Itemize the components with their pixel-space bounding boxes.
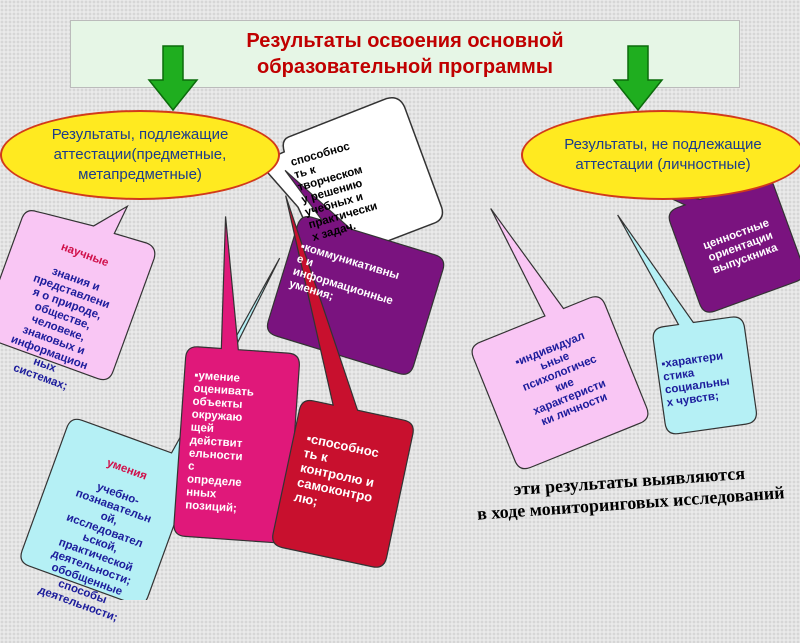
diagram-shapes <box>0 45 800 600</box>
callout-social-text: ▪характери стика социальны х чувств; <box>659 333 757 410</box>
non-attested-results-label: Результаты, не подлежащие аттестации (ли… <box>564 136 762 173</box>
attested-results-ellipse: Результаты, подлежащие аттестации(предме… <box>0 110 280 200</box>
callout-social-label: ▪характери стика социальны х чувств; <box>660 350 731 410</box>
callout-communicative-shape <box>266 169 445 375</box>
non-attested-results-ellipse: Результаты, не подлежащие аттестации (ли… <box>521 110 800 200</box>
callout-evaluate-label: ▪умение оценивать объекты окружаю щей де… <box>184 369 255 515</box>
callout-control-shape <box>272 195 414 568</box>
callout-control-label: ▪способнос ть к контролю и самоконтро лю… <box>292 430 381 509</box>
callout-evaluate-text: ▪умение оценивать объекты окружаю щей де… <box>185 357 296 520</box>
arrow-down-left-icon <box>147 45 199 112</box>
arrow-down-right-icon <box>612 45 664 112</box>
callout-social-shape <box>617 214 757 435</box>
diagram-title: Результаты освоения основной образовател… <box>246 30 564 78</box>
callout-individual-shape <box>471 208 649 470</box>
attested-results-label: Результаты, подлежащие аттестации(предме… <box>51 126 229 183</box>
callout-knowledge-shape <box>0 204 156 381</box>
